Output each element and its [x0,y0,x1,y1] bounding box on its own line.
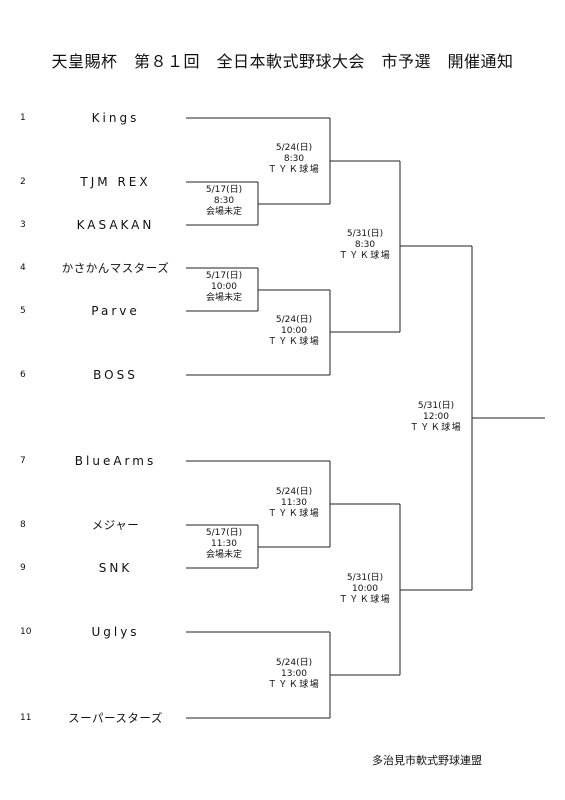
match-date: 5/24(日) [275,658,313,668]
seed-number: 11 [20,713,32,723]
match-info: 5/24(日) 11:30 ＴＹＫ球場 [258,487,330,520]
seed-number: 7 [20,456,26,466]
match-time: 8:30 [354,240,376,250]
organizer-name: 多治見市軟式野球連盟 [372,754,482,767]
match-date: 5/24(日) [275,487,313,497]
match-date: 5/17(日) [205,185,243,195]
seed-number: 6 [20,370,26,380]
team-name: TJM REX [80,175,151,189]
team-name: スーパースターズ [68,711,163,725]
seed-number: 10 [20,627,32,637]
match-time: 8:30 [283,154,305,164]
seed-number: 1 [20,113,26,123]
match-info: 5/17(日) 10:00 会場未定 [193,271,255,304]
team-name: メジャー [91,518,140,532]
match-venue: ＴＹＫ球場 [267,337,321,347]
team-name: Kings [91,111,140,125]
team-name: BOSS [93,368,138,382]
match-date: 5/17(日) [205,271,243,281]
match-time: 10:00 [211,282,237,292]
match-date: 5/24(日) [275,315,313,325]
match-info: 5/31(日) 12:00 ＴＹＫ球場 [400,401,472,434]
page-title: 天皇賜杯 第８１回 全日本軟式野球大会 市予選 開催通知 [51,52,514,71]
match-info: 5/17(日) 11:30 会場未定 [193,528,255,561]
match-venue: 会場未定 [205,207,242,217]
seed-number: 9 [20,563,26,573]
match-time: 13:00 [281,669,307,679]
seed-number: 4 [20,263,26,273]
match-venue: 会場未定 [205,550,242,560]
match-venue: ＴＹＫ球場 [267,509,321,519]
seed-number: 2 [20,177,26,187]
team-name: KASAKAN [76,218,155,232]
match-time: 12:00 [423,412,449,422]
match-date: 5/31(日) [346,229,384,239]
match-date: 5/17(日) [205,528,243,538]
match-venue: ＴＹＫ球場 [338,251,392,261]
match-venue: 会場未定 [205,293,242,303]
seed-number: 8 [20,520,26,530]
match-info: 5/31(日) 10:00 ＴＹＫ球場 [330,573,400,606]
team-name: Uglys [91,625,140,639]
match-info: 5/24(日) 10:00 ＴＹＫ球場 [258,315,330,348]
match-time: 10:00 [352,584,378,594]
seed-number: 3 [20,220,26,230]
match-info: 5/24(日) 8:30 ＴＹＫ球場 [258,143,330,176]
team-name: かさかんマスターズ [61,261,170,275]
team-name: SNK [98,561,133,575]
match-info: 5/24(日) 13:00 ＴＹＫ球場 [258,658,330,691]
match-info: 5/17(日) 8:30 会場未定 [193,185,255,218]
team-name: BlueArms [74,454,157,468]
match-time: 11:30 [281,498,307,508]
match-info: 5/31(日) 8:30 ＴＹＫ球場 [330,229,400,262]
seed-number: 5 [20,306,26,316]
match-time: 10:00 [281,326,307,336]
match-date: 5/24(日) [275,143,313,153]
match-venue: ＴＹＫ球場 [338,595,392,605]
match-venue: ＴＹＫ球場 [267,680,321,690]
match-venue: ＴＹＫ球場 [267,165,321,175]
match-date: 5/31(日) [417,401,455,411]
match-time: 11:30 [211,539,237,549]
match-date: 5/31(日) [346,573,384,583]
match-time: 8:30 [213,196,235,206]
team-name: Parve [91,304,140,318]
match-venue: ＴＹＫ球場 [409,423,463,433]
